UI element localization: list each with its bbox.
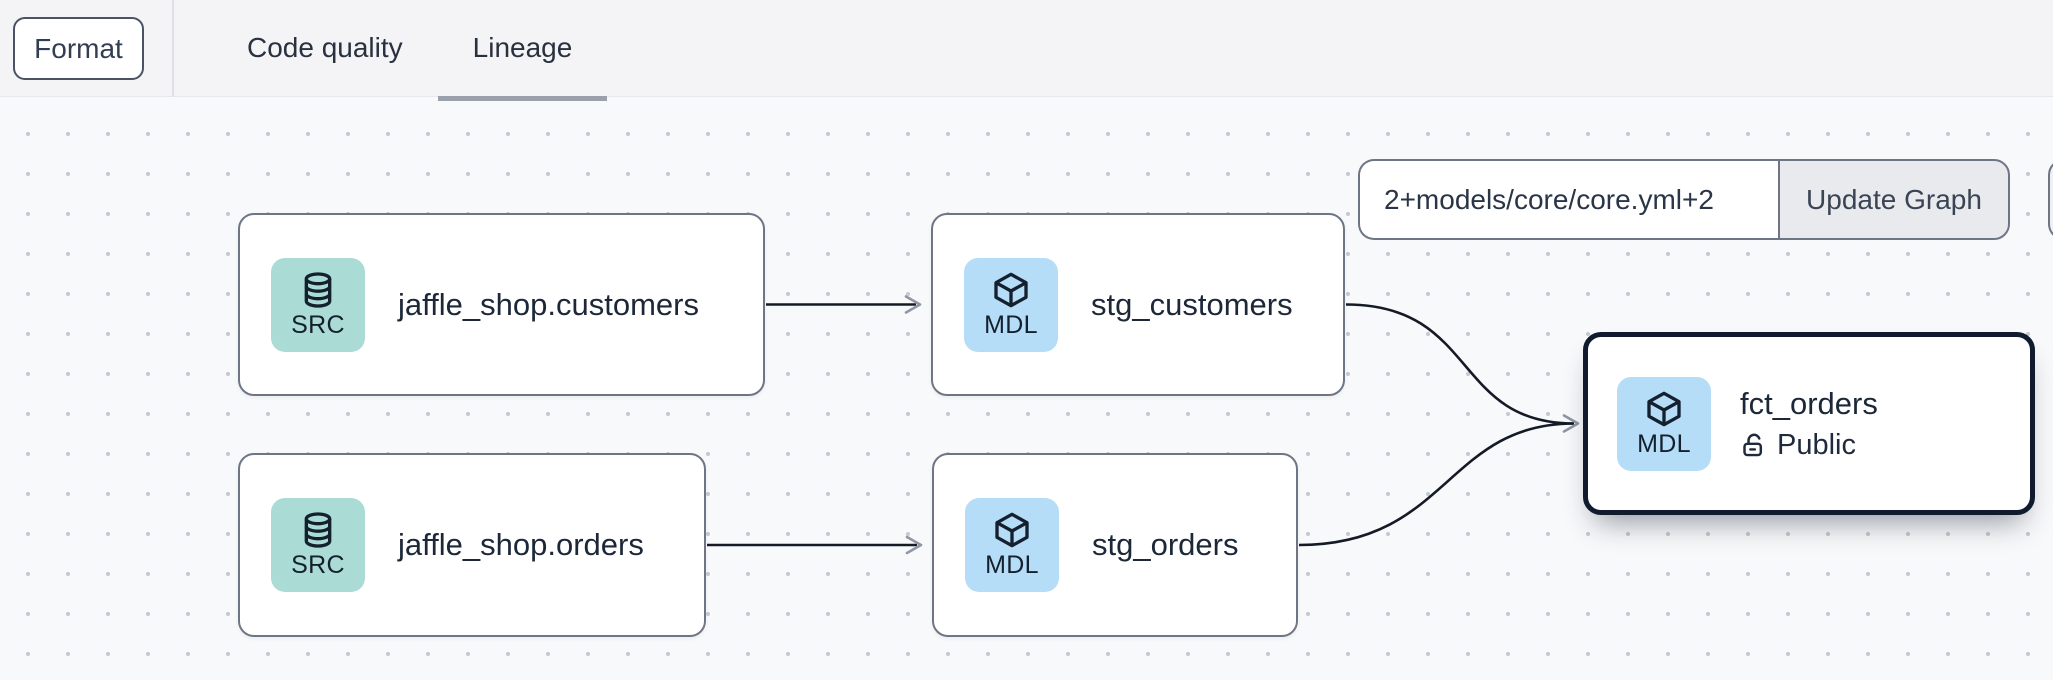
cube-icon xyxy=(1644,389,1684,429)
edge-stg-customers-to-fct xyxy=(1345,303,1575,425)
node-label: jaffle_shop.orders xyxy=(398,527,644,562)
badge-label: MDL xyxy=(985,551,1039,579)
arrowhead-icon xyxy=(904,295,922,314)
database-icon xyxy=(298,510,338,550)
update-graph-button[interactable]: Update Graph xyxy=(1778,159,2010,240)
access-label: Public xyxy=(1777,428,1856,461)
tab-bar: Code quality Lineage xyxy=(212,0,608,101)
node-source-jaffle-shop-customers[interactable]: SRC jaffle_shop.customers xyxy=(238,213,765,396)
unlock-icon xyxy=(1740,432,1767,459)
node-label: jaffle_shop.customers xyxy=(398,286,699,322)
clipped-button[interactable] xyxy=(2048,159,2053,240)
badge-label: SRC xyxy=(291,551,345,579)
model-badge: MDL xyxy=(1617,376,1711,471)
model-badge: MDL xyxy=(964,257,1058,352)
source-badge: SRC xyxy=(271,257,365,352)
format-button[interactable]: Format xyxy=(13,17,144,80)
tab-code-quality[interactable]: Code quality xyxy=(247,32,403,63)
database-icon xyxy=(298,270,338,310)
access-badge: Public xyxy=(1740,429,1878,462)
arrowhead-icon xyxy=(905,535,923,555)
selector-input[interactable] xyxy=(1358,159,1778,240)
node-source-jaffle-shop-orders[interactable]: SRC jaffle_shop.orders xyxy=(238,453,706,637)
cube-icon xyxy=(991,270,1031,310)
source-badge: SRC xyxy=(271,498,365,592)
badge-label: MDL xyxy=(1637,429,1691,458)
node-label: fct_orders xyxy=(1740,385,1878,421)
tab-lineage[interactable]: Lineage xyxy=(437,0,608,101)
toolbar-divider xyxy=(172,0,174,97)
lineage-selector-group: Update Graph xyxy=(1358,159,2010,240)
arrowhead-icon xyxy=(1562,414,1580,433)
node-model-stg-customers[interactable]: MDL stg_customers xyxy=(931,213,1345,396)
node-model-fct-orders[interactable]: MDL fct_orders Public xyxy=(1583,332,2035,515)
node-model-stg-orders[interactable]: MDL stg_orders xyxy=(932,453,1298,637)
node-label: stg_orders xyxy=(1092,527,1239,562)
badge-label: SRC xyxy=(291,310,345,339)
badge-label: MDL xyxy=(984,310,1038,339)
toolbar: Format Code quality Lineage xyxy=(0,0,2053,101)
node-label: stg_customers xyxy=(1091,286,1293,322)
model-badge: MDL xyxy=(965,498,1059,592)
cube-icon xyxy=(992,510,1032,550)
edge-stg-orders-to-fct xyxy=(1298,422,1575,547)
